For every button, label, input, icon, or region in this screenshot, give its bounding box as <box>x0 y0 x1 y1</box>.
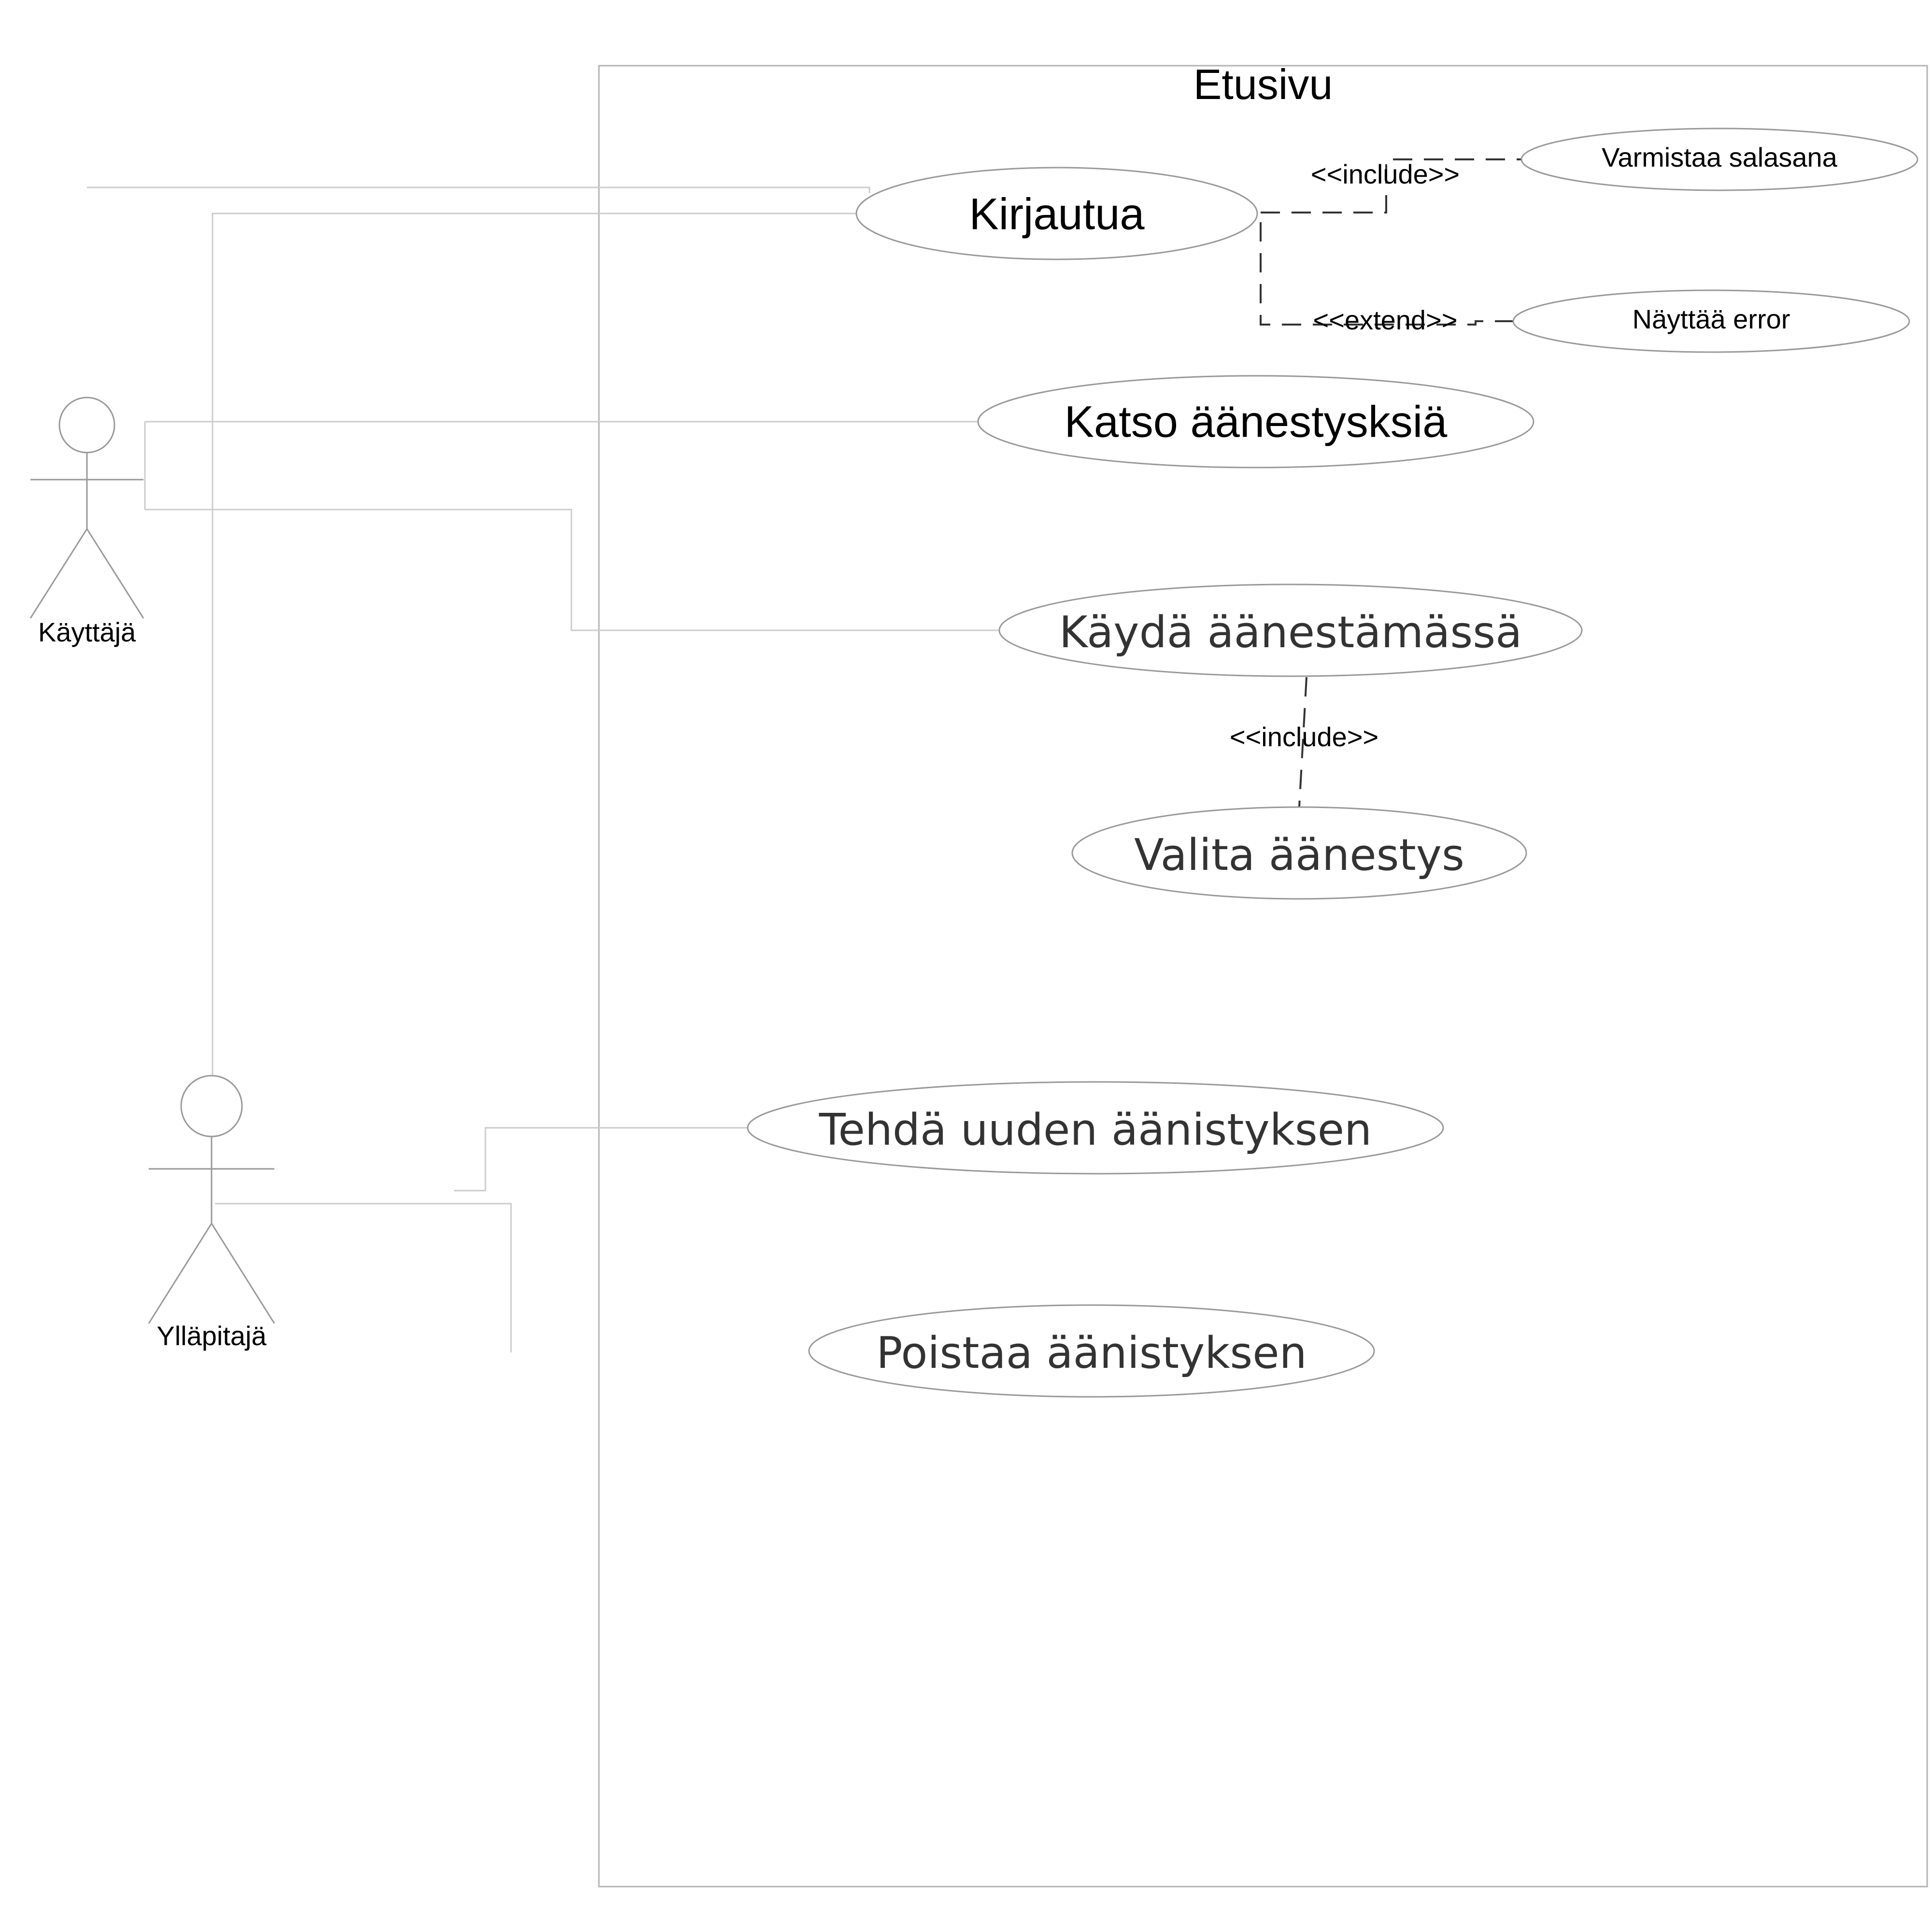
use-case-delete-vote-label: Poistaa äänistyksen <box>876 1328 1307 1378</box>
include-label-login: <<include>> <box>1311 159 1460 189</box>
use-case-choose-vote-shape <box>1071 806 1527 900</box>
use-case-show-error[interactable]: Näyttää error <box>1512 289 1910 353</box>
include-vote-choose <box>1298 677 1307 807</box>
actor-user-left-leg <box>29 528 88 619</box>
use-case-view-votes-shape <box>977 375 1534 469</box>
use-case-view-votes-label: Katso äänestysksiä <box>1065 397 1448 446</box>
use-case-go-vote[interactable]: Käydä äänestämässä <box>998 583 1583 677</box>
extend-label-error: <<extend>> <box>1313 305 1458 335</box>
extend-error-login <box>1260 213 1514 326</box>
use-case-create-vote-shape <box>747 1081 1444 1175</box>
association-admin-create-vote <box>454 1127 751 1192</box>
use-case-login-shape <box>855 167 1258 260</box>
use-case-choose-vote[interactable]: Valita äänestys <box>1071 806 1527 900</box>
use-case-verify-password-shape <box>1520 128 1918 191</box>
association-admin-bar <box>215 1203 512 1352</box>
actor-user[interactable] <box>29 397 144 619</box>
include-login-verify <box>1261 158 1521 213</box>
association-admin-login <box>212 213 857 1075</box>
actor-user-head-icon <box>58 397 115 454</box>
use-case-choose-vote-label: Valita äänestys <box>1134 830 1464 881</box>
association-top-line <box>87 186 870 193</box>
use-case-login[interactable]: Kirjautua <box>855 167 1258 260</box>
actor-user-right-leg <box>86 528 144 619</box>
system-title: Etusivu <box>1193 60 1333 108</box>
association-lines <box>87 186 1000 1352</box>
use-case-create-vote-label: Tehdä uuden äänistyksen <box>819 1105 1372 1155</box>
use-case-delete-vote[interactable]: Poistaa äänistyksen <box>808 1304 1375 1398</box>
association-user-go-vote <box>145 509 1000 631</box>
actor-user-label: Käyttäjä <box>38 617 136 647</box>
use-case-verify-password[interactable]: Varmistaa salasana <box>1520 128 1918 191</box>
use-case-verify-password-label: Varmistaa salasana <box>1602 142 1838 172</box>
use-case-view-votes[interactable]: Katso äänestysksiä <box>977 375 1534 469</box>
use-case-go-vote-label: Käydä äänestämässä <box>1059 607 1522 658</box>
actor-admin-label: Ylläpitajä <box>156 1321 267 1351</box>
use-case-login-label: Kirjautua <box>969 189 1145 239</box>
dashed-relations <box>1260 158 1521 807</box>
system-boundary <box>598 65 1928 1888</box>
use-case-show-error-shape <box>1512 289 1910 353</box>
actor-admin-right-leg <box>211 1223 275 1324</box>
use-case-go-vote-shape <box>998 583 1583 677</box>
use-case-create-vote[interactable]: Tehdä uuden äänistyksen <box>747 1081 1444 1175</box>
use-case-show-error-label: Näyttää error <box>1633 304 1790 334</box>
use-case-delete-vote-shape <box>808 1304 1375 1398</box>
actor-admin-head-icon <box>180 1075 243 1137</box>
include-label-vote: <<include>> <box>1230 722 1378 752</box>
actor-admin-left-leg <box>148 1223 213 1324</box>
actor-admin[interactable] <box>148 1075 275 1324</box>
